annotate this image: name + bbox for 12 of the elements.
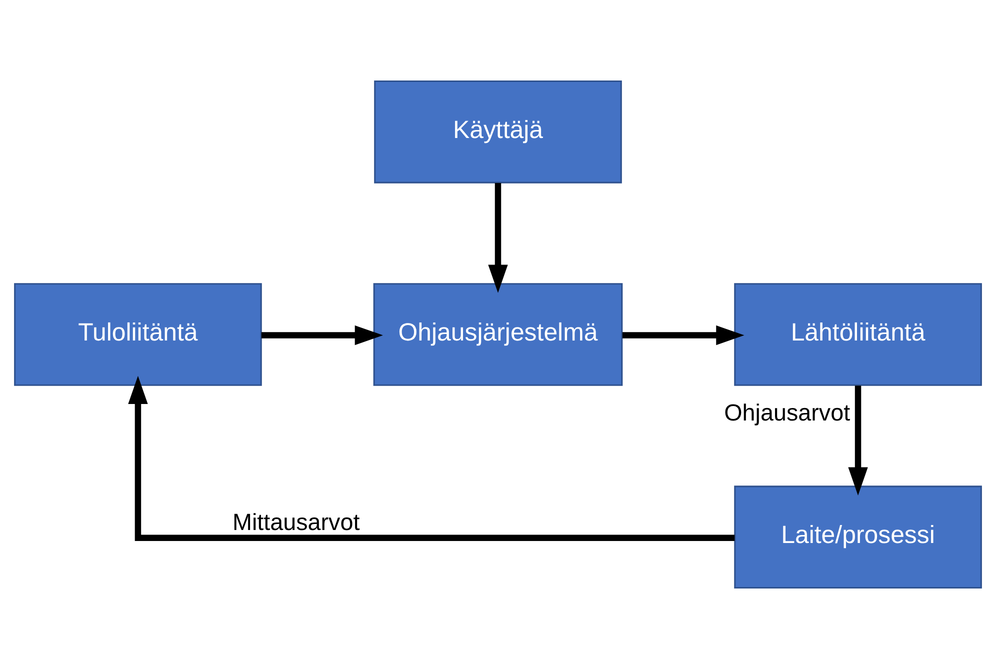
edge-label: Mittausarvot <box>232 509 360 536</box>
arrow <box>622 325 744 346</box>
arrow <box>488 183 508 293</box>
node-box: Ohjausjärjestelmä <box>373 283 623 386</box>
arrow <box>848 386 868 496</box>
node-box: Tuloliitäntä <box>14 283 262 386</box>
node-box: Käyttäjä <box>374 80 622 184</box>
arrow <box>128 376 735 541</box>
edge-label: Ohjausarvot <box>724 399 850 426</box>
node-box: Laite/prosessi <box>734 486 982 589</box>
arrow <box>261 325 383 346</box>
node-box: Lähtöliitäntä <box>734 283 982 386</box>
